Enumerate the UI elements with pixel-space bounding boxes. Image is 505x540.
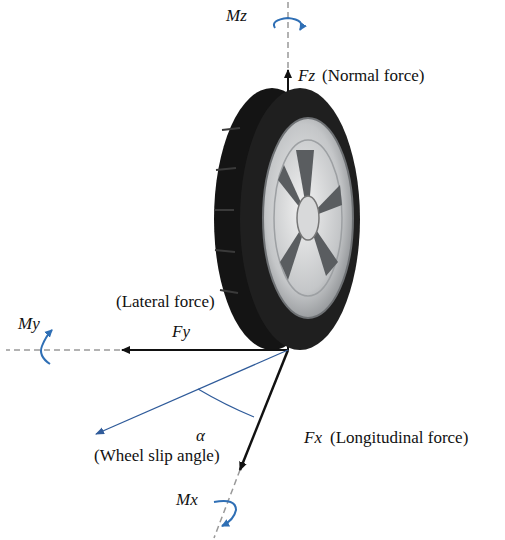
tire-picture xyxy=(214,88,360,350)
force-label: Fy xyxy=(172,322,190,342)
force-name: (Longitudinal force) xyxy=(330,428,468,448)
x-axis xyxy=(214,470,240,538)
moment-arrow-z xyxy=(274,18,302,30)
slip-angle-arc xyxy=(198,389,254,417)
force-name: (Lateral force) xyxy=(116,292,215,312)
lateral-force-arrow xyxy=(122,349,288,351)
force-name: (Normal force) xyxy=(322,66,424,86)
slip-direction-line xyxy=(96,350,288,434)
z-axis xyxy=(287,2,289,70)
moment-label: My xyxy=(18,314,40,334)
angle-name: (Wheel slip angle) xyxy=(94,446,220,466)
moment-label: Mz xyxy=(226,6,247,26)
moment-arrow-y xyxy=(41,330,52,364)
force-label: Fz xyxy=(298,66,315,86)
angle-symbol: α xyxy=(196,426,205,446)
force-label: Fx xyxy=(304,428,322,448)
y-axis xyxy=(6,349,120,351)
moment-label: Mx xyxy=(176,490,198,510)
moment-arrow-x xyxy=(214,501,236,526)
